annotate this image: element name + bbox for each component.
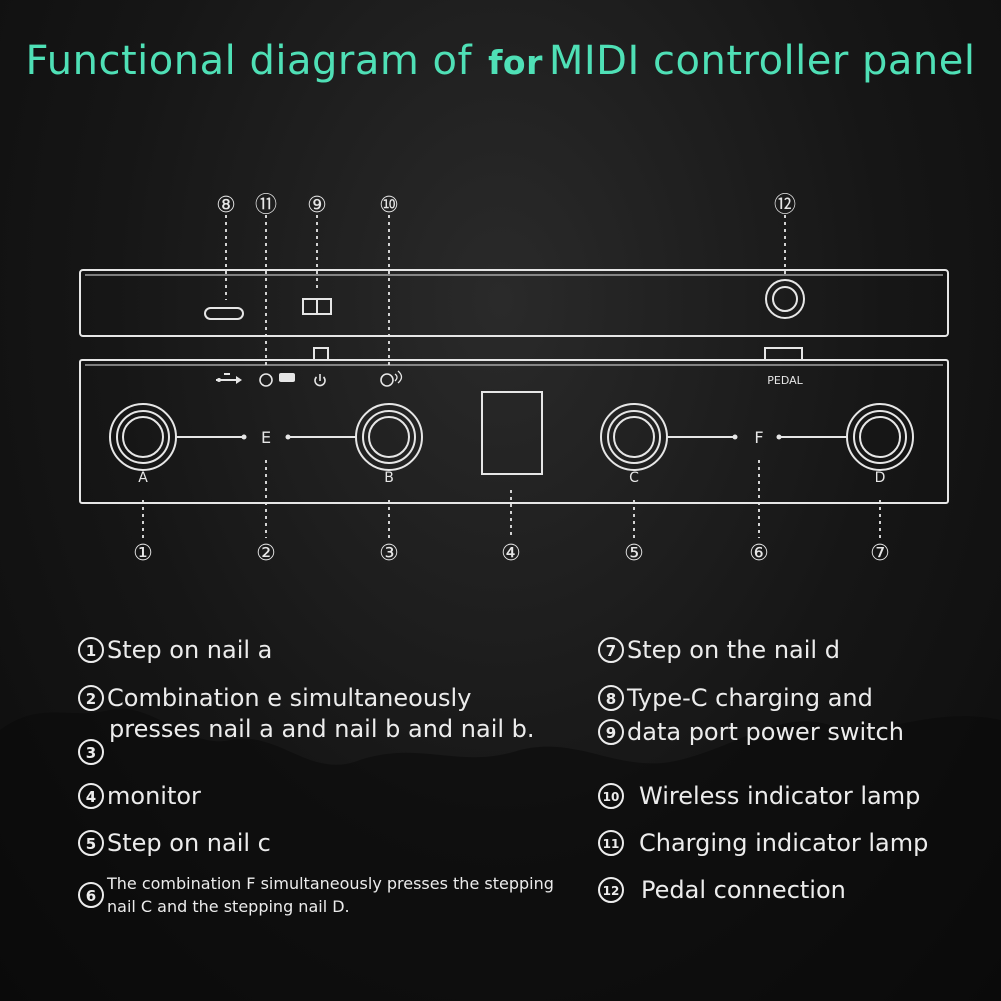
pedal-jack [765, 279, 805, 319]
legend-number: 2 [78, 685, 104, 711]
monitor-screen [481, 391, 543, 475]
callout-5: ⑤ [624, 541, 644, 566]
legend-number: 1 [78, 637, 104, 663]
title-part-3: MIDI controller panel [548, 38, 976, 84]
legend-text: Charging indicator lamp [639, 829, 929, 857]
callout-4: ④ [501, 541, 521, 566]
front-panel [79, 359, 949, 504]
legend-text: Pedal connection [641, 876, 846, 904]
switch-label-c: C [629, 470, 639, 486]
legend-number: 3 [78, 739, 104, 765]
legend-number: 7 [598, 637, 624, 663]
combo-label-e: E [261, 428, 271, 447]
legend-item-11: 11 Charging indicator lamp [598, 829, 928, 857]
legend-item-10: 10 Wireless indicator lamp [598, 782, 920, 810]
legend-text: monitor [107, 782, 201, 810]
legend-text: Step on nail a [107, 636, 273, 664]
legend-number: 6 [78, 882, 104, 908]
legend-item-6: 6The combination F simultaneously presse… [78, 872, 577, 918]
callout-1: ① [133, 541, 153, 566]
legend-text: Wireless indicator lamp [639, 782, 921, 810]
legend-text: presses nail a and nail b and nail b. [109, 715, 535, 743]
title-part-1: Functional diagram of [25, 38, 473, 84]
legend-text: Step on the nail d [627, 636, 840, 664]
callout-12: ⑫ [774, 193, 796, 218]
footswitch-c [600, 403, 668, 471]
legend-number: 9 [598, 719, 624, 745]
callout-6: ⑥ [749, 541, 769, 566]
legend-text: data port power switch [627, 718, 904, 746]
legend-text: Type-C charging and [627, 684, 873, 712]
switch-label-b: B [384, 470, 394, 486]
pedal-label: PEDAL [767, 374, 803, 387]
side-view-panel [79, 269, 949, 337]
callout-2: ② [256, 541, 276, 566]
legend-item-2-cont: presses nail a and nail b and nail b. [109, 715, 535, 743]
switch-label-a: A [138, 470, 148, 486]
power-icon [314, 374, 326, 387]
callout-3: ③ [379, 541, 399, 566]
callout-8: ⑧ [216, 193, 236, 218]
legend-number: 4 [78, 783, 104, 809]
legend-number: 8 [598, 685, 624, 711]
legend-number: 11 [598, 830, 624, 856]
legend-number: 12 [598, 877, 624, 903]
legend-number: 5 [78, 830, 104, 856]
wireless-indicator-icon [380, 370, 403, 387]
legend-text: Combination e simultaneously [107, 684, 472, 712]
callout-9: ⑨ [307, 193, 327, 218]
battery-icon [279, 373, 295, 382]
usb-icon [216, 373, 242, 384]
switch-label-d: D [875, 470, 886, 486]
combo-label-f: F [754, 428, 763, 447]
legend-number: 10 [598, 783, 624, 809]
crowd-silhouette [0, 708, 1001, 1001]
legend-item-3: 3 [78, 738, 107, 766]
callout-10: ⑩ [379, 193, 399, 218]
legend-text: The combination F simultaneously presses… [107, 874, 554, 916]
callout-7: ⑦ [870, 541, 890, 566]
callout-11: ⑪ [255, 193, 277, 218]
title-part-2: for [488, 43, 543, 82]
legend-item-12: 12 Pedal connection [598, 876, 846, 904]
legend-text: Step on nail c [107, 829, 271, 857]
led-indicator-icon [259, 373, 273, 387]
footswitch-d [846, 403, 914, 471]
footswitch-b [355, 403, 423, 471]
usb-c-port [204, 307, 244, 320]
footswitch-a [109, 403, 177, 471]
